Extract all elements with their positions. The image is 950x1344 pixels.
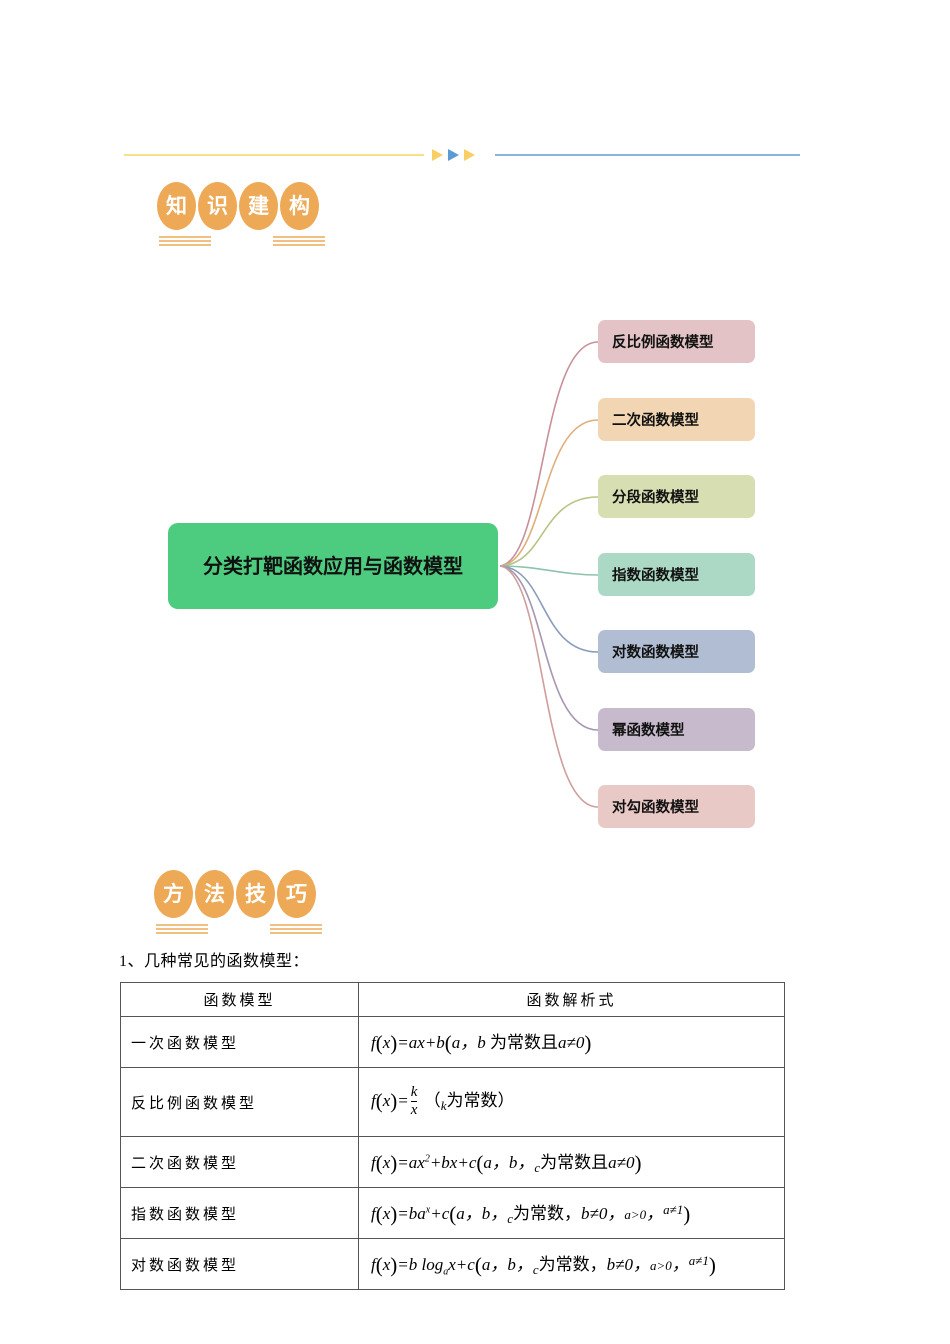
badge-oval-group: 知 识 建 构 (155, 180, 330, 232)
badge-underline-left (156, 924, 208, 935)
table-header-expression: 函数解析式 (358, 982, 785, 1017)
mindmap-connectors (499, 341, 599, 808)
table-cell-expression: f(x)=bax+c(a，b，c为常数，b≠0，a>0，a≠1) (358, 1187, 785, 1239)
table-row: 指数函数模型 f(x)=bax+c(a，b，c为常数，b≠0，a>0，a≠1) (120, 1187, 785, 1239)
badge-underline-right (273, 236, 325, 247)
triangle-arrow-icon-2 (448, 149, 459, 161)
table-cell-model-name: 反比例函数模型 (120, 1067, 359, 1137)
mindmap-branch-node-7[interactable]: 对勾函数模型 (598, 785, 755, 828)
divider-rule-right (495, 154, 800, 156)
badge-oval-char: 技 (234, 868, 277, 920)
section-badge-methods: 方 法 技 巧 (152, 868, 327, 940)
mindmap-branch-node-5[interactable]: 对数函数模型 (598, 630, 755, 673)
mindmap-center-node[interactable]: 分类打靶函数应用与函数模型 (168, 523, 498, 609)
mindmap: 分类打靶函数应用与函数模型 反比例函数模型 二次函数模型 分段函数模型 指数函数… (0, 290, 950, 840)
methods-heading: 1、几种常见的函数模型： (119, 953, 310, 970)
table-row: 二次函数模型 f(x)=ax2+bx+c(a，b，c为常数且a≠0) (120, 1136, 785, 1188)
triangle-arrow-icon-3 (464, 149, 475, 161)
badge-oval-group: 方 法 技 巧 (152, 868, 327, 920)
section-badge-knowledge: 知 识 建 构 (155, 180, 330, 252)
function-model-table: 函数模型 函数解析式 一次函数模型 f(x)=ax+b(a，b 为常数且a≠0)… (120, 982, 785, 1290)
badge-oval-char: 方 (152, 868, 195, 920)
badge-underline (152, 924, 327, 936)
table-cell-expression: f(x)=ax2+bx+c(a，b，c为常数且a≠0) (358, 1136, 785, 1188)
badge-underline-right (270, 924, 322, 935)
badge-oval-char: 识 (196, 180, 239, 232)
table-cell-expression: f(x)=b logax+c(a，b，c为常数，b≠0，a>0，a≠1) (358, 1238, 785, 1290)
table-header-row: 函数模型 函数解析式 (120, 982, 785, 1017)
triangle-arrow-icon-1 (432, 149, 443, 161)
badge-oval-char: 法 (193, 868, 236, 920)
table-row: 对数函数模型 f(x)=b logax+c(a，b，c为常数，b≠0，a>0，a… (120, 1238, 785, 1290)
table-cell-model-name: 对数函数模型 (120, 1238, 359, 1290)
mindmap-branch-node-6[interactable]: 幂函数模型 (598, 708, 755, 751)
table-cell-model-name: 二次函数模型 (120, 1136, 359, 1188)
mindmap-branch-node-1[interactable]: 反比例函数模型 (598, 320, 755, 363)
table-cell-model-name: 指数函数模型 (120, 1187, 359, 1239)
table-cell-expression: f(x)=ax+b(a，b 为常数且a≠0) (358, 1016, 785, 1068)
mindmap-branch-node-4[interactable]: 指数函数模型 (598, 553, 755, 596)
badge-oval-char: 知 (155, 180, 198, 232)
badge-underline (155, 236, 330, 248)
badge-oval-char: 构 (278, 180, 321, 232)
table-cell-model-name: 一次函数模型 (120, 1016, 359, 1068)
table-header-model: 函数模型 (120, 982, 359, 1017)
badge-oval-char: 建 (237, 180, 280, 232)
divider-rule-left (124, 154, 424, 156)
badge-underline-left (159, 236, 211, 247)
mindmap-branch-node-2[interactable]: 二次函数模型 (598, 398, 755, 441)
mindmap-branch-node-3[interactable]: 分段函数模型 (598, 475, 755, 518)
header-divider (0, 140, 950, 170)
badge-oval-char: 巧 (275, 868, 318, 920)
table-row: 一次函数模型 f(x)=ax+b(a，b 为常数且a≠0) (120, 1016, 785, 1068)
